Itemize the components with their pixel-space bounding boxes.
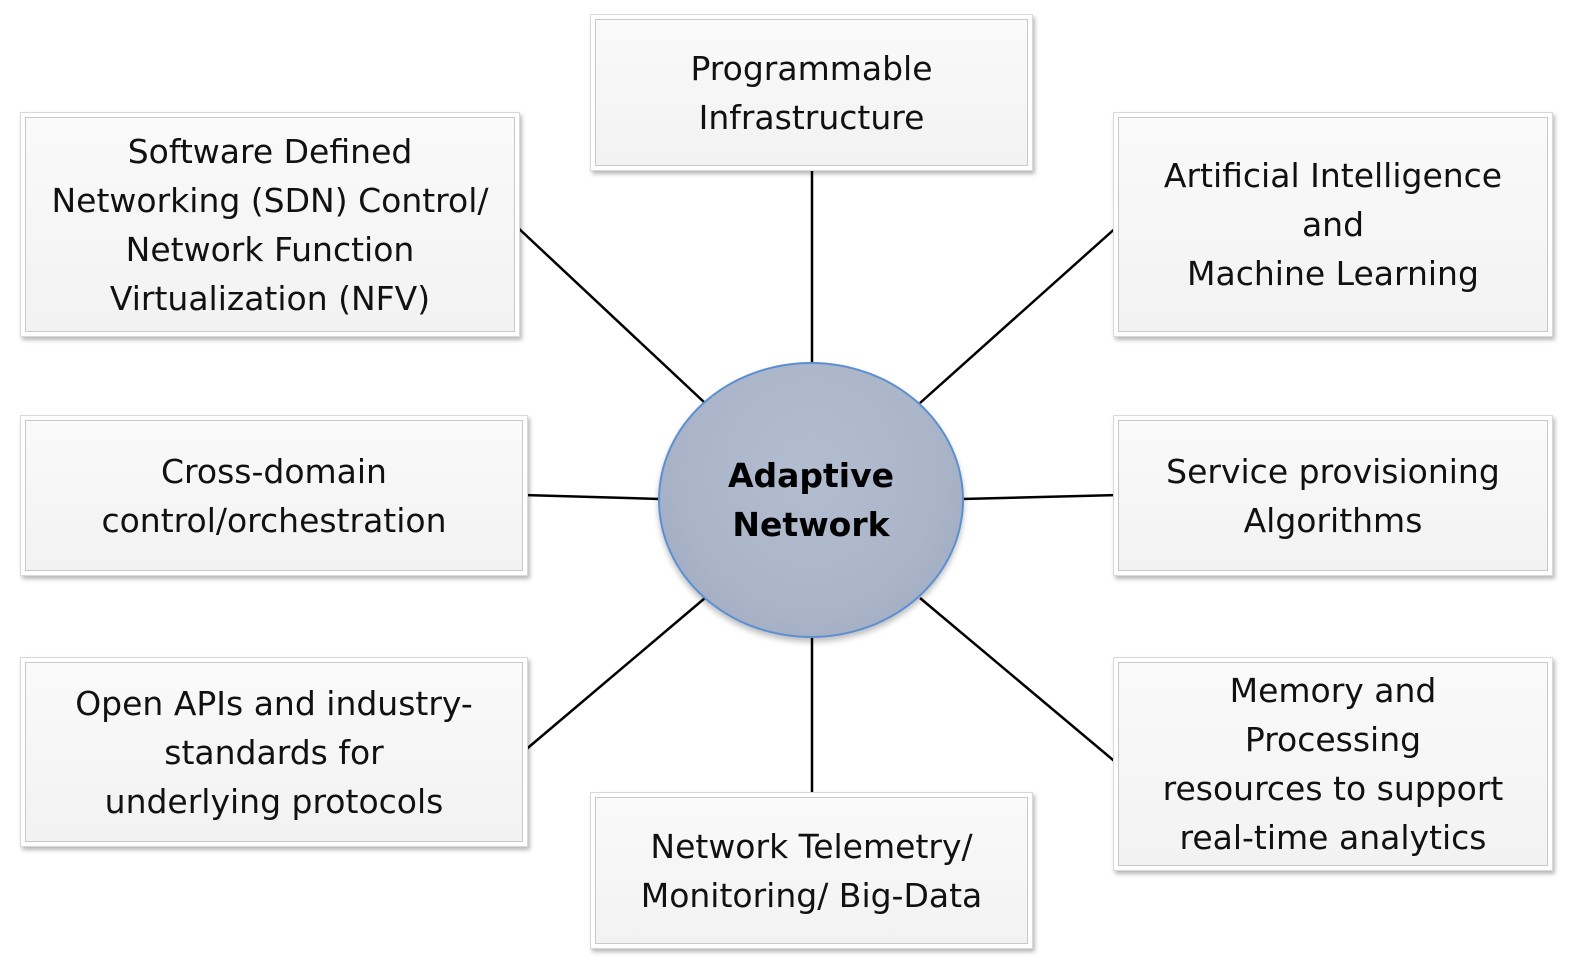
node-network-telemetry: Network Telemetry/ Monitoring/ Big-Data	[590, 792, 1033, 949]
node-memory-processing: Memory and Processing resources to suppo…	[1113, 657, 1553, 871]
connector-top-left	[514, 224, 706, 404]
connector-bottom-right	[919, 597, 1120, 766]
connector-mid-right	[961, 493, 1120, 501]
node-programmable-infrastructure: Programmable Infrastructure	[590, 14, 1033, 171]
node-service-provisioning: Service provisioning Algorithms	[1113, 415, 1553, 576]
hub-adaptive-network: Adaptive Network	[658, 362, 964, 638]
node-ai-ml: Artificial Intelligence and Machine Lear…	[1113, 112, 1553, 337]
node-open-apis: Open APIs and industry- standards for un…	[20, 657, 528, 847]
connector-mid-left	[522, 493, 661, 501]
node-cross-domain-orchestration: Cross-domain control/orchestration	[20, 415, 528, 576]
node-sdn-nfv: Software Defined Networking (SDN) Contro…	[20, 112, 520, 337]
connector-top-right	[919, 224, 1120, 404]
connector-bottom-left	[522, 597, 706, 753]
